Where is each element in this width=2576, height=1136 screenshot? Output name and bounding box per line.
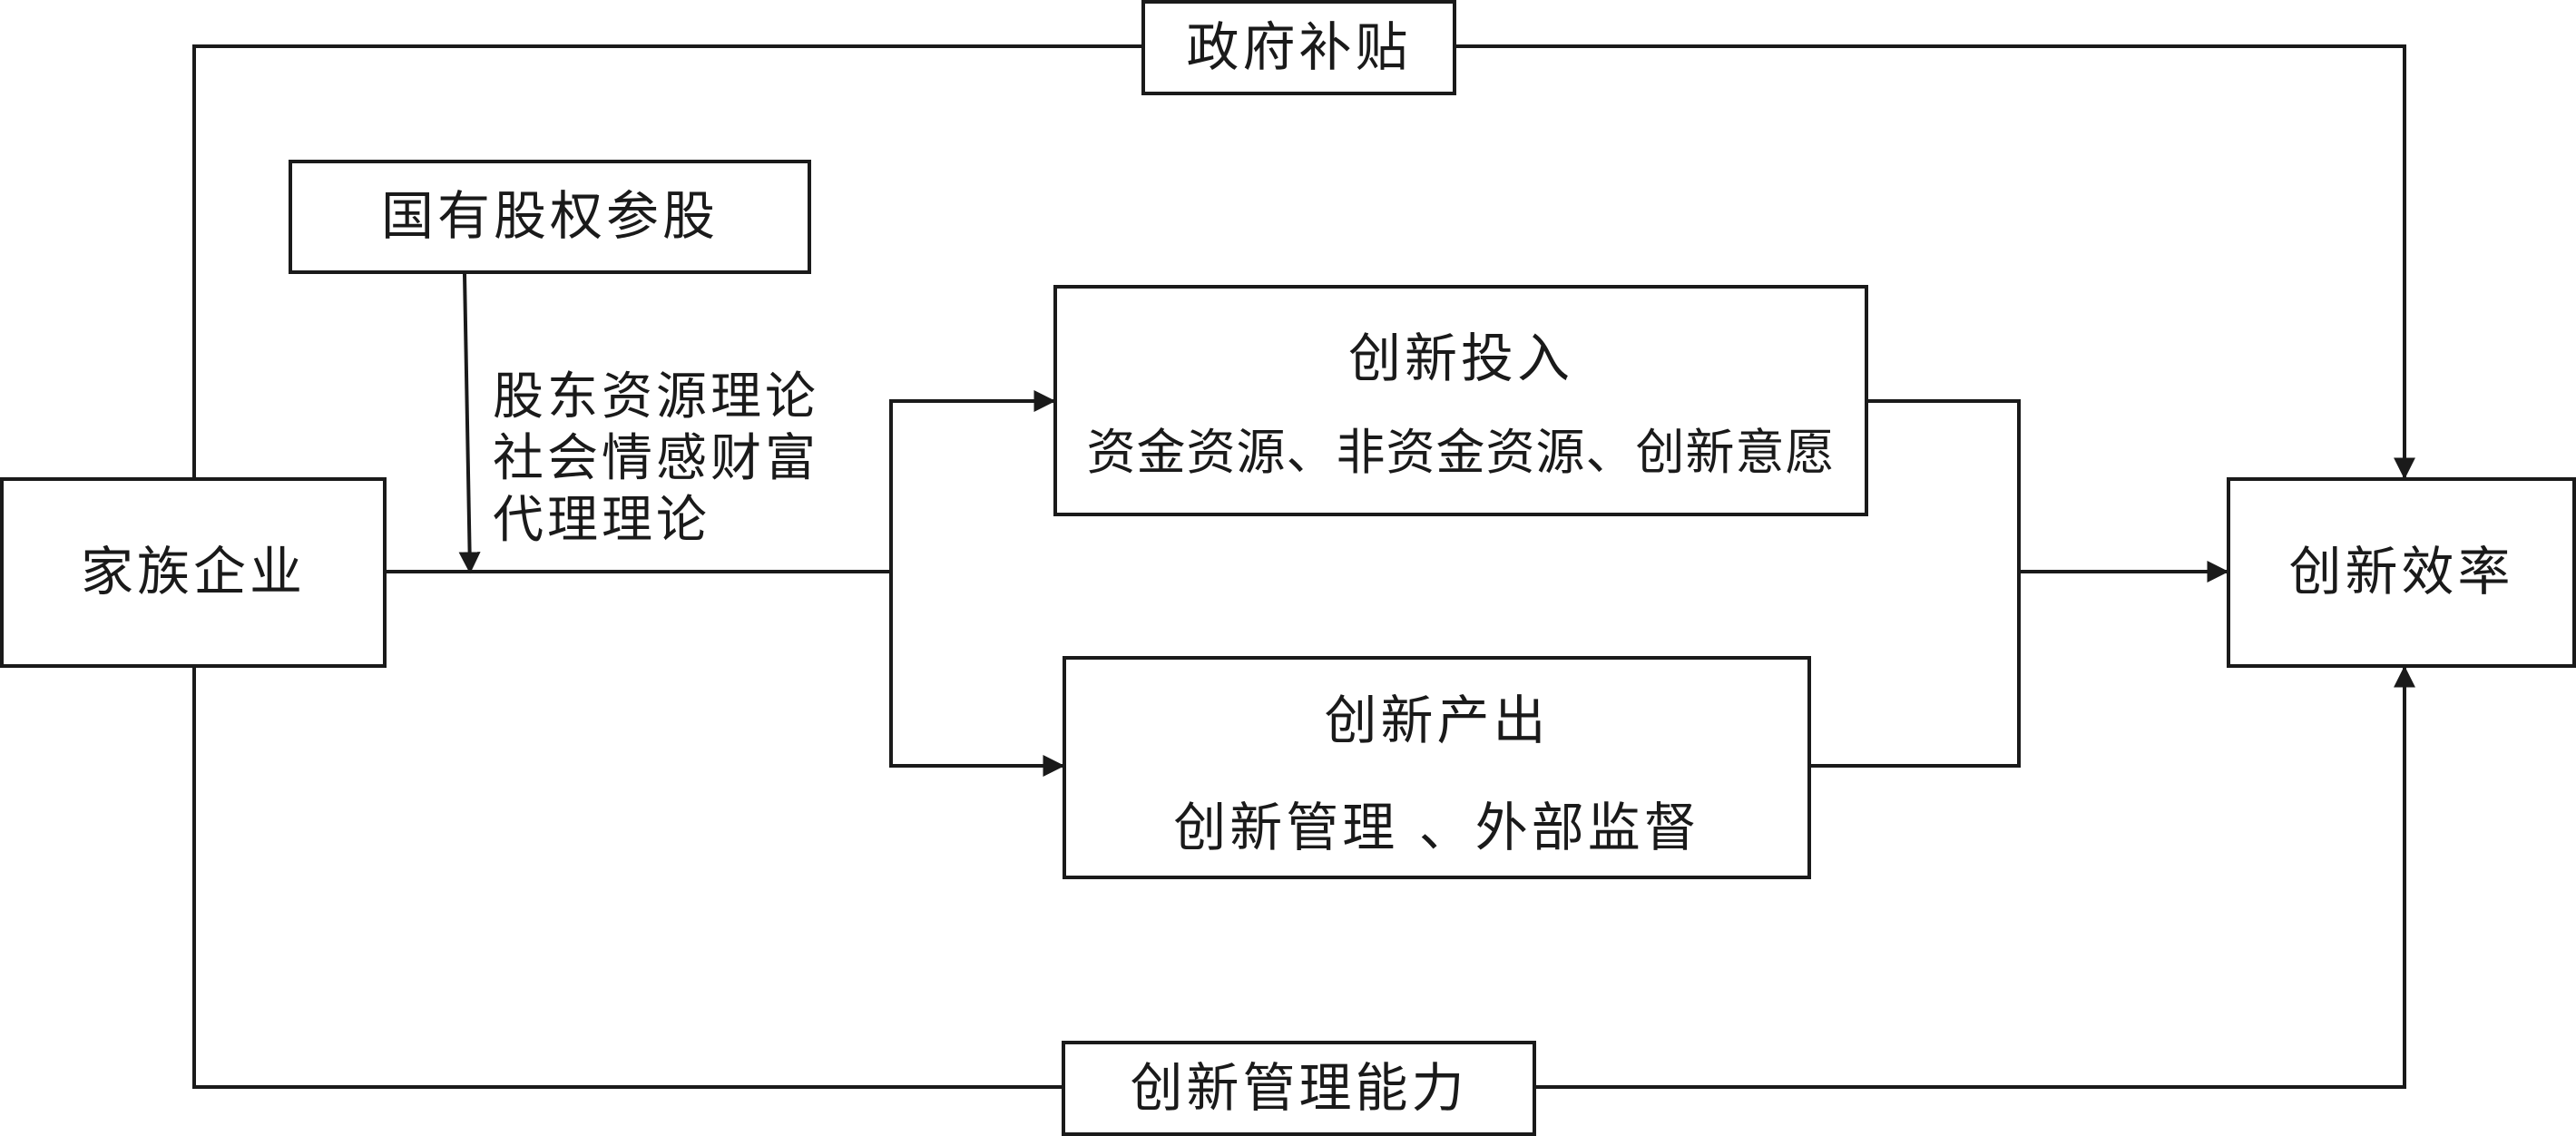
innovation-input-node: 创新投入 资金资源、非资金资源、创新意愿	[1053, 285, 1868, 516]
innovation-management-capability-node: 创新管理能力	[1062, 1041, 1536, 1136]
innovation-input-detail: 资金资源、非资金资源、创新意愿	[1086, 424, 1836, 481]
capability-path-right	[1536, 665, 2415, 1089]
to-input-arrow	[889, 390, 1056, 572]
from-input-line	[1811, 399, 2021, 768]
innovation-output-title: 创新产出	[1324, 690, 1550, 751]
government-subsidy-label: 政府补贴	[1186, 15, 1412, 78]
innovation-management-capability-label: 创新管理能力	[1130, 1056, 1468, 1119]
theory-item-agency: 代理理论	[493, 491, 710, 550]
theory-list: 股东资源理论 社会情感财富 代理理论	[493, 367, 819, 552]
theory-item-socioemotional-wealth: 社会情感财富	[493, 429, 819, 488]
state-ownership-arrow	[458, 273, 481, 574]
subsidy-path-left	[192, 44, 1141, 477]
capability-path-left	[192, 668, 1062, 1089]
family-business-label: 家族企业	[80, 541, 306, 603]
state-ownership-label: 国有股权参股	[380, 185, 719, 248]
innovation-input-title: 创新投入	[1347, 328, 1573, 389]
to-output-arrow	[889, 572, 1065, 777]
innovation-output-node: 创新产出 创新管理 、外部监督	[1063, 656, 1811, 879]
innovation-efficiency-label: 创新效率	[2288, 541, 2514, 603]
innovation-efficiency-node: 创新效率	[2227, 477, 2576, 668]
state-ownership-node: 国有股权参股	[289, 160, 811, 274]
subsidy-path-right	[1456, 44, 2415, 480]
family-business-node: 家族企业	[0, 477, 387, 668]
theory-item-shareholder-resource: 股东资源理论	[493, 367, 819, 426]
government-subsidy-node: 政府补贴	[1141, 0, 1456, 95]
innovation-output-detail: 创新管理 、外部监督	[1173, 797, 1700, 858]
